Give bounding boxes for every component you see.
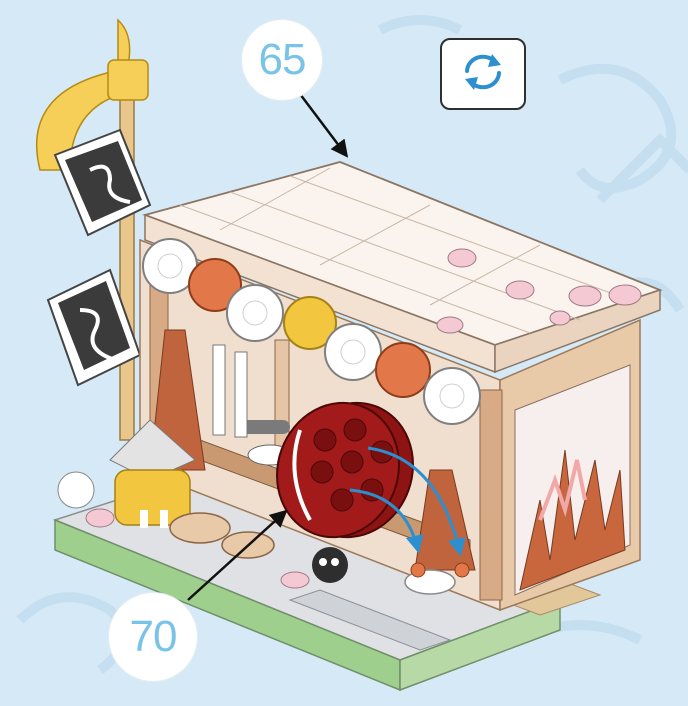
step-number-badge-sub: 70 — [108, 592, 198, 682]
rotate-model-icon — [459, 51, 507, 98]
step-number-badge-main: 65 — [241, 19, 323, 101]
rotate-model-button[interactable] — [440, 38, 526, 110]
